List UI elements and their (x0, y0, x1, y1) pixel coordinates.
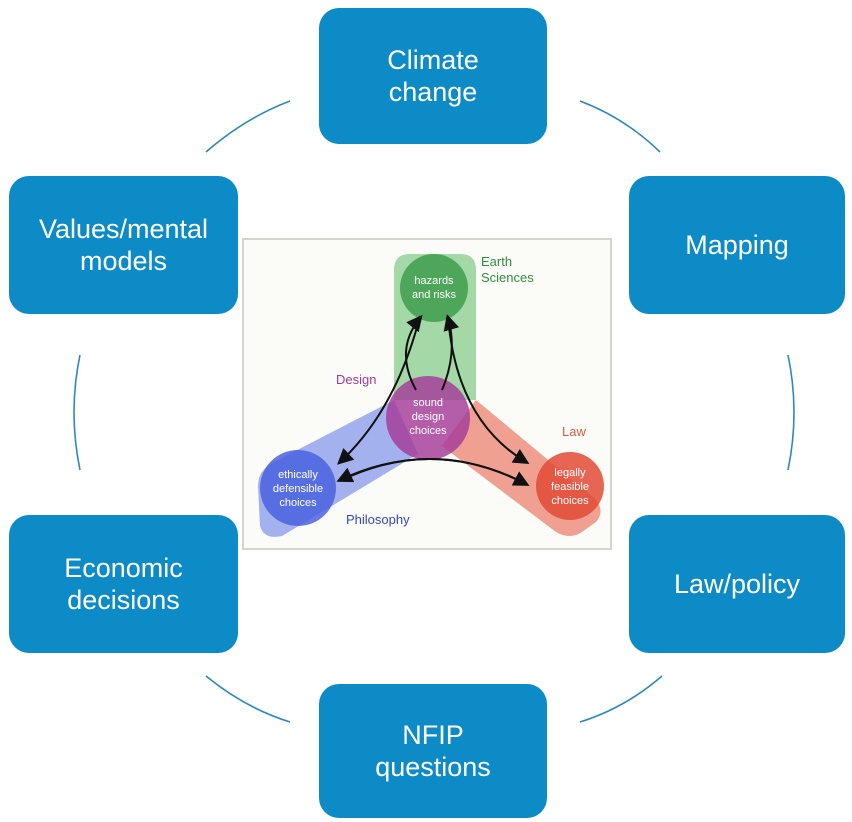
arrow-legal-ethical (336, 457, 527, 485)
connector-law-nfip (579, 675, 663, 723)
philosophy-label: Philosophy (346, 512, 410, 527)
arrow-hazards-legal (447, 315, 530, 465)
law-label: Law (562, 424, 586, 439)
connector-values-climate (205, 100, 291, 153)
node-law-policy: Law/policy (629, 515, 845, 653)
connector-climate-mapping (579, 100, 661, 153)
arrow-hazards-ethical (337, 315, 421, 465)
connector-economic-values (73, 354, 81, 471)
connector-mapping-law (787, 354, 795, 471)
ethical-circle (260, 450, 336, 526)
arrow-center-hazards-left (405, 314, 423, 391)
node-mapping: Mapping (629, 176, 845, 314)
design-label: Design (336, 372, 376, 387)
hazards-circle (400, 254, 468, 322)
center-circle (386, 376, 470, 460)
connector-nfip-economic (205, 675, 291, 723)
legal-circle (536, 452, 604, 520)
